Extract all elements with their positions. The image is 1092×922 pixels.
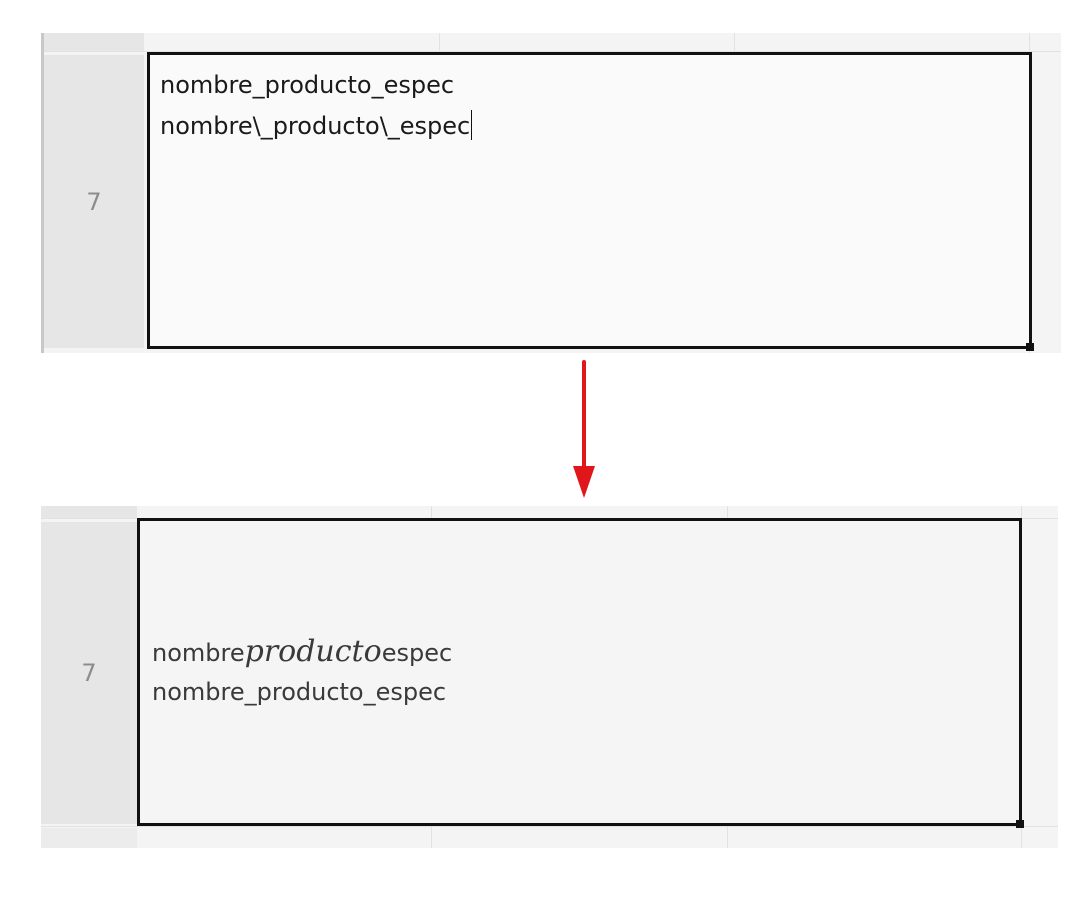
rendered-italic-segment: producto xyxy=(244,634,382,669)
gridline xyxy=(727,826,728,848)
row-number: 7 xyxy=(86,187,102,216)
fill-handle[interactable] xyxy=(1026,343,1034,351)
row-header-previous[interactable] xyxy=(41,506,137,518)
gridline xyxy=(44,51,1061,52)
rendered-segment-1: nombre xyxy=(152,639,245,667)
rendered-line-1: nombreproductoespec xyxy=(152,632,1007,673)
rendered-cell[interactable]: nombreproductoespec nombre_producto_espe… xyxy=(137,518,1024,828)
rendered-segment-3: espec xyxy=(381,639,453,667)
row-header-7[interactable]: 7 xyxy=(41,522,137,824)
gridline xyxy=(431,506,432,522)
fill-handle[interactable] xyxy=(1016,820,1024,828)
down-arrow-icon xyxy=(573,360,595,498)
cell-line-1: nombre_producto_espec xyxy=(160,71,455,99)
spreadsheet-after: 7 nombreproductoespec nombre_producto_es… xyxy=(41,506,1058,848)
cell-line-2-text: nombre\_producto\_espec xyxy=(160,112,471,140)
text-caret xyxy=(471,110,473,140)
gridline xyxy=(734,33,735,55)
row-number: 7 xyxy=(81,659,97,687)
gridline xyxy=(439,33,440,55)
row-header-previous[interactable] xyxy=(44,33,144,51)
row-header-7[interactable]: 7 xyxy=(44,55,144,348)
gridline xyxy=(41,826,1058,827)
spreadsheet-before: 7 nombre_producto_espec nombre\_producto… xyxy=(41,33,1061,353)
gridline xyxy=(431,826,432,848)
row-header-next[interactable] xyxy=(41,828,137,848)
cell-editor[interactable]: nombre_producto_espec nombre\_producto\_… xyxy=(147,52,1034,351)
rendered-line-2: nombre_producto_espec xyxy=(152,678,447,706)
cell-line-2: nombre\_producto\_espec xyxy=(160,106,1019,147)
gridline xyxy=(727,506,728,522)
